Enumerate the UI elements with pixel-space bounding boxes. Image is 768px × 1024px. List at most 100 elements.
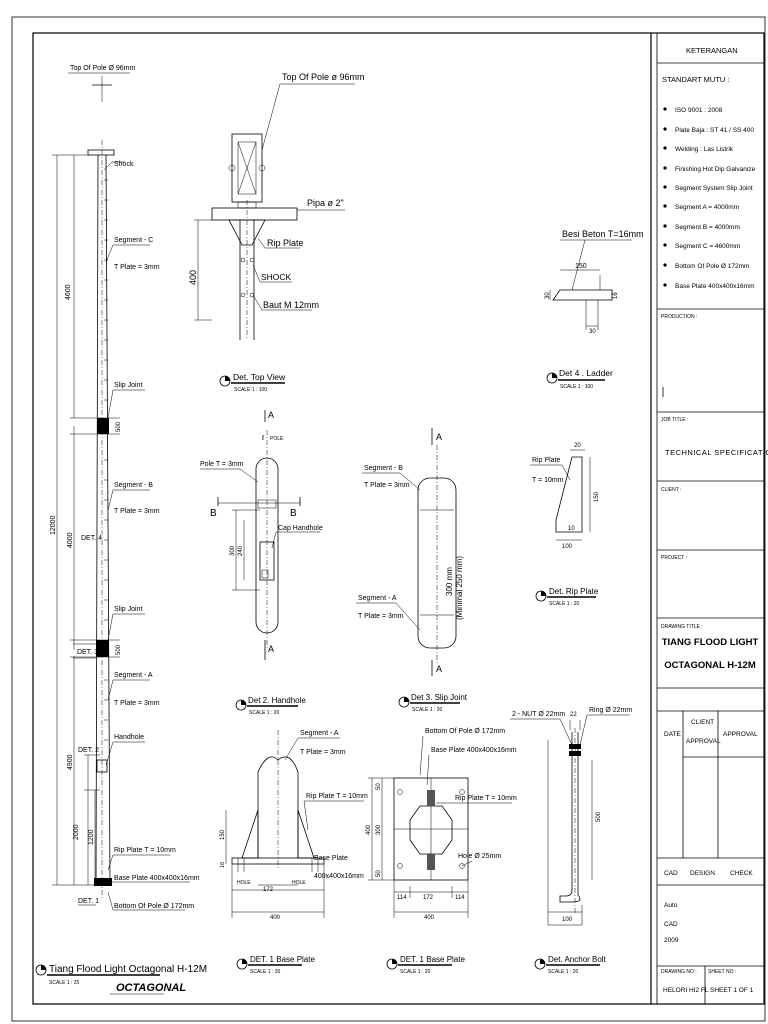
base1-base-size: 400x400x16mm — [314, 873, 364, 880]
bottom-of-pole-label: Bottom Of Pole Ø 172mm — [114, 903, 194, 910]
slip-a-top: A — [436, 432, 442, 442]
anchor-nut: 2 - NUT Ø 22mm — [512, 711, 565, 718]
anchor-scale: SCALE 1 : 20 — [548, 969, 579, 975]
main-title-sub: OCTAGONAL — [116, 982, 186, 994]
standart-item-1: Plate Baja : ST 41 / SS 400 — [675, 127, 754, 134]
segment-a-label: Segment - A — [114, 672, 153, 679]
base1-dim-16: 16 — [220, 862, 226, 868]
base2-hole: Hole Ø 25mm — [458, 853, 501, 860]
det-4-label: DET. 4 — [81, 535, 102, 542]
base1-dim-150: 150 — [220, 829, 226, 840]
base2-bottom: Bottom Of Pole Ø 172mm — [425, 728, 505, 735]
drawing-no-label: DRAWING NO : — [661, 969, 697, 975]
client-approval-1: CLIENT — [691, 719, 714, 726]
detail-top-view: Top Of Pole ø 96mm 400 Pipa ø 2" Rip Pla… — [188, 72, 365, 393]
handhole-label: Handhole — [114, 734, 144, 741]
anchor-title: Det. Anchor Bolt — [548, 955, 607, 964]
main-title: Tiang Flood Light Octagonal H-12M SCALE … — [35, 964, 207, 995]
segment-b-plate: T Plate = 3mm — [114, 508, 160, 515]
standart-label: STANDART MUTU : — [662, 75, 730, 84]
slip-joint-1-mark — [97, 418, 109, 434]
top-view-top-label: Top Of Pole ø 96mm — [282, 72, 365, 82]
baut-label: Baut M 12mm — [263, 300, 319, 310]
detail-slip-joint: A Segment - B T Plate = 3mm Segment - A … — [356, 428, 468, 713]
rip-dim-150: 150 — [594, 491, 600, 502]
handhole-b-left: B — [210, 508, 217, 519]
base2-rip: Rip Plate T = 10mm — [455, 795, 517, 802]
ladder-dim-30: 30 — [545, 292, 551, 299]
standart-item-8: Bottom Of Pole Ø 172mm — [675, 263, 749, 270]
title-block: KETERANGAN STANDART MUTU : ISO 9001 : 20… — [657, 46, 768, 1004]
base2-dim-114b: 114 — [455, 895, 465, 901]
rip-plate-t: T = 10mm — [532, 477, 564, 484]
base-plate-mark — [94, 878, 112, 886]
handhole-cl: POLE — [270, 436, 284, 442]
base1-hole-right: HOLE — [292, 880, 306, 886]
dim-500-a: 500 — [116, 421, 122, 432]
ladder-dim-150: 150 — [575, 263, 587, 270]
base1-title: DET. 1 Base Plate — [250, 955, 315, 964]
anchor-dim-500: 500 — [596, 811, 602, 822]
base1-scale: SCALE 1 : 20 — [250, 969, 281, 975]
check-label: CHECK — [730, 870, 753, 877]
detail-ladder: Besi Beton T=16mm 150 30 16 30 Det 4 . L… — [545, 229, 644, 390]
approval-label: APPROVAL — [723, 731, 758, 738]
rip-label: Rip Plate — [532, 457, 561, 464]
handhole-dim-240: 240 — [238, 545, 244, 556]
slip-title: Det 3. Slip Joint — [411, 693, 468, 702]
drawing-no: HELORI HI2 FL — [663, 987, 709, 994]
pole-top-label: Top Of Pole Ø 96mm — [70, 65, 136, 72]
segment-b-label: Segment - B — [114, 482, 153, 489]
slip-a-bottom: A — [436, 664, 442, 674]
standart-item-7: Segment C = 4600mm — [675, 243, 740, 250]
drawing-title-1: TIANG FLOOD LIGHT — [662, 637, 759, 648]
base2-dim-114a: 114 — [397, 895, 407, 901]
det-3-label: DET. 3 — [77, 649, 98, 656]
dim-4000: 4000 — [67, 532, 74, 548]
rip-title: Det. Rip Plate — [549, 587, 599, 596]
rip-dim-20: 20 — [574, 443, 581, 449]
slip-scale: SCALE 1 : 20 — [412, 707, 443, 713]
handhole-scale: SCALE 1 : 20 — [249, 710, 280, 716]
standart-item-0: ISO 9001 : 2008 — [675, 107, 723, 114]
slip-seg-b: Segment - B — [364, 465, 403, 472]
standart-item-4: Segment System Slip Joint — [675, 185, 753, 192]
anchor-dim-22: 22 — [570, 712, 577, 718]
keterangan-label: KETERANGAN — [686, 46, 738, 55]
base1-plate — [231, 857, 325, 865]
standart-item-5: Segment A = 4000mm — [675, 204, 739, 211]
job-title: TECHNICAL SPECIFICATION — [665, 448, 768, 457]
dim-500-b: 500 — [116, 644, 122, 655]
rip-plate-label: Rip Plate T = 10mm — [114, 847, 176, 854]
base2-dim-400b: 400 — [424, 915, 435, 921]
auto-label: Auto — [664, 902, 678, 909]
slip-seg-a-plate: T Plate = 3mm — [358, 613, 404, 620]
base1-seg-a-plate: T Plate = 3mm — [300, 749, 346, 756]
slip-joint-2-mark — [96, 640, 109, 657]
slip-dim-2: (Minimal 250 mm) — [455, 556, 464, 620]
detail-base-plate-plan: Bottom Of Pole Ø 172mm Base Plate 400x40… — [366, 728, 517, 975]
production-label: PRODUCTION : — [661, 314, 697, 320]
cad-label: CAD — [664, 870, 678, 877]
base2-dim-300: 300 — [376, 824, 382, 835]
base1-base-label: Base Plate — [314, 855, 348, 862]
drawing-title-2: OCTAGONAL H-12M — [664, 660, 756, 671]
standart-item-3: Finishing Hot Dip Galvanize — [675, 166, 756, 173]
cad2-label: CAD — [664, 921, 678, 928]
handhole-mark — [96, 759, 108, 773]
rip-dim-100: 100 — [562, 544, 573, 550]
main-title-text: Tiang Flood Light Octagonal H-12M — [49, 964, 207, 975]
outer-frame — [11, 16, 766, 1022]
base1-rip-left — [241, 809, 259, 859]
base-plate-label: Base Plate 400x400x16mm — [114, 875, 200, 882]
dim-1200: 1200 — [88, 829, 95, 845]
segment-c-label: Segment - C — [114, 237, 153, 244]
handhole-dim-300: 300 — [230, 545, 236, 556]
rip-dim-10: 10 — [568, 526, 575, 532]
handhole-title: Det 2. Handhole — [248, 696, 306, 705]
handhole-pole-t: Pole T = 3mm — [200, 461, 244, 468]
ladder-top-label: Besi Beton T=16mm — [562, 229, 644, 239]
pole-left-edge — [95, 154, 99, 886]
handhole-a-top: A — [268, 410, 274, 420]
